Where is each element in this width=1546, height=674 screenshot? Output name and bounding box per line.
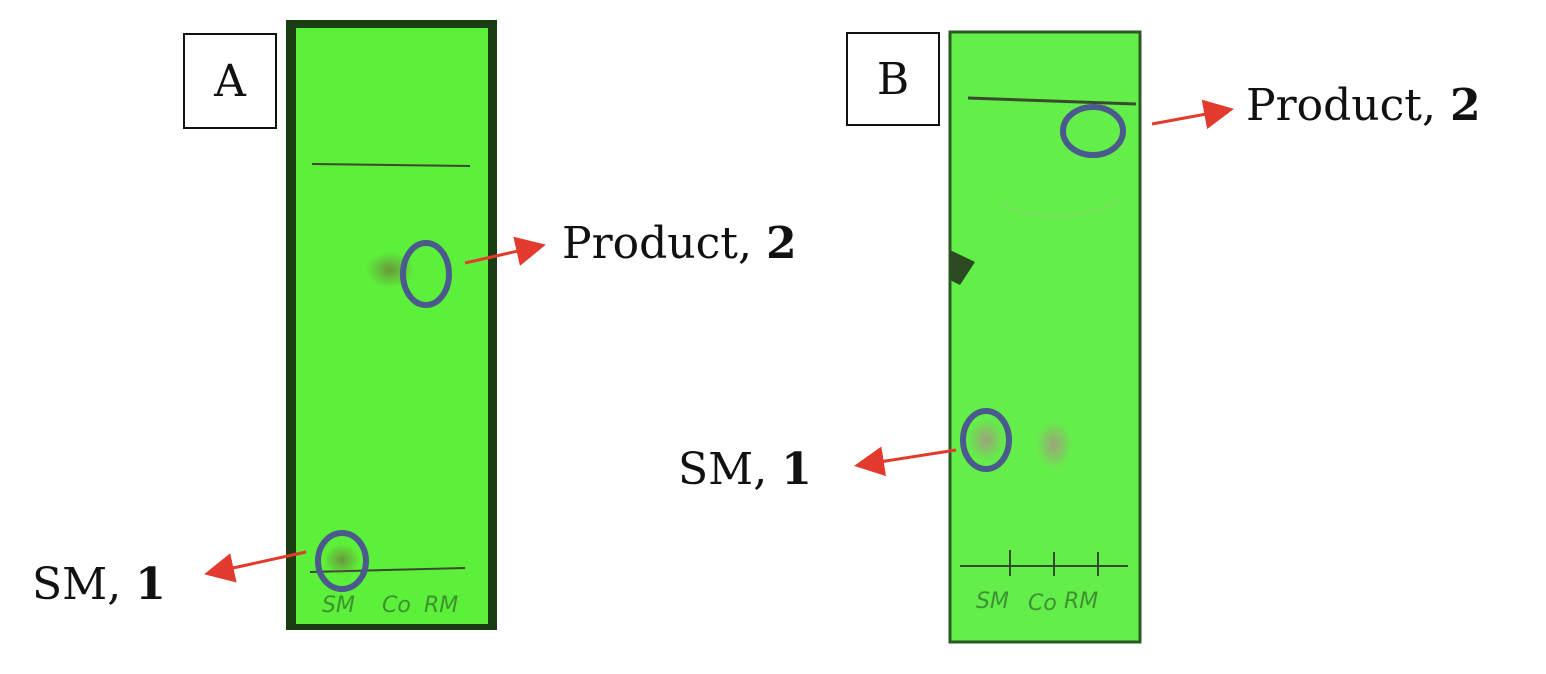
sm-text-b: SM, [678,444,768,495]
lane-label-rm-a: RM [424,593,458,618]
product-annotation-b: Product, 2 [1246,84,1481,128]
panel-label-b: B [846,32,940,126]
sm-arrow-b [854,446,957,477]
lane-label-rm-b: RM [1064,589,1098,614]
solvent-front-line-a [311,163,471,167]
sm-text-a: SM, [32,559,122,610]
product-arrow-a [464,236,546,266]
lane-label-co-b: Co [1028,591,1057,616]
product-number-a: 2 [765,218,797,269]
sm-spot-a [324,544,360,576]
sm-annotation-b: SM, 1 [678,448,812,492]
lane-label-sm-b: SM [976,589,1009,614]
cospot-b [1036,421,1072,469]
sm-annotation-a: SM, 1 [32,563,166,607]
plate-chip-b [950,250,975,285]
sm-circle-a [315,530,369,592]
solvent-streak-b [999,199,1121,218]
lane-label-co-a: Co [382,593,411,618]
panel-label-a: A [183,33,277,129]
solvent-front-line-b [967,96,1137,106]
sm-spot-b [968,418,1004,462]
lane-label-sm-a: SM [322,593,355,618]
sm-arrow-a [204,550,307,583]
product-text-b: Product, [1246,80,1436,131]
sm-circle-b [960,408,1012,472]
sm-number-a: 1 [135,559,166,610]
product-annotation-a: Product, 2 [562,222,797,266]
product-number-b: 2 [1449,80,1481,131]
product-circle-b [1060,104,1126,158]
product-text-a: Product, [562,218,752,269]
tlc-plate-b: SM Co RM [854,30,1234,644]
product-arrow-b [1151,99,1234,130]
sm-number-b: 1 [781,444,812,495]
tlc-plate-a: SM Co RM [204,20,546,630]
product-circle-a [400,240,452,308]
